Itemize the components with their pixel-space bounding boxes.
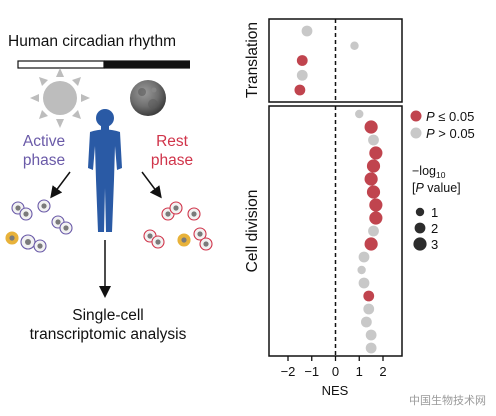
legend-size-title-1: −log10 — [412, 164, 446, 180]
legend-size-marker — [414, 222, 426, 234]
data-point — [363, 303, 375, 315]
rest-phase-label-2: phase — [151, 152, 193, 169]
data-point — [365, 329, 377, 341]
data-point — [363, 290, 375, 302]
circadian-title: Human circadian rhythm — [8, 33, 176, 50]
legend-size-label: 2 — [431, 221, 438, 236]
legend-sig-marker — [410, 110, 422, 122]
day-night-bar — [17, 60, 190, 69]
arrow-active — [50, 171, 71, 199]
legend-size-title-2: [P value] — [412, 181, 461, 195]
output-label-1: Single-cell — [72, 307, 144, 324]
data-point — [364, 120, 378, 134]
data-point — [368, 134, 379, 146]
data-point — [365, 342, 377, 354]
data-point — [296, 69, 308, 81]
legend-size-label: 3 — [431, 237, 438, 252]
x-tick-label: 2 — [379, 364, 386, 379]
legend-size-marker — [413, 237, 427, 251]
data-point — [296, 55, 308, 66]
arrow-rest — [141, 171, 162, 199]
data-point — [350, 41, 359, 50]
legend-size-label: 1 — [431, 205, 438, 220]
x-tick-label: −1 — [304, 364, 319, 379]
legend-sig-text: P ≤ 0.05 — [426, 109, 474, 124]
legend-nonsig-marker — [410, 127, 422, 139]
watermark: 中国生物技术网 — [409, 394, 486, 407]
data-point — [369, 198, 383, 212]
data-point — [366, 159, 381, 173]
x-tick-label: 0 — [332, 364, 339, 379]
data-point — [366, 185, 381, 199]
active-cell-cluster — [5, 199, 73, 253]
x-tick-label: −2 — [281, 364, 296, 379]
x-axis-label: NES — [322, 383, 349, 398]
data-point — [369, 211, 383, 225]
rest-cell-cluster — [143, 201, 213, 251]
data-point — [368, 225, 379, 237]
legend-nonsig-text: P > 0.05 — [426, 126, 475, 141]
data-points — [294, 25, 383, 354]
sun-icon — [30, 68, 90, 128]
panel-label-translation: Translation — [244, 22, 261, 98]
data-point — [358, 251, 370, 263]
active-phase-label-1: Active — [23, 133, 65, 150]
data-point — [360, 316, 372, 328]
rest-phase-label-1: Rest — [156, 133, 189, 150]
data-point — [357, 265, 366, 275]
data-point — [364, 172, 378, 186]
data-point — [364, 237, 378, 251]
x-tick-label: 1 — [356, 364, 363, 379]
output-label-2: transcriptomic analysis — [30, 326, 187, 343]
data-point — [301, 25, 313, 37]
legend-size-markers: 123 — [413, 205, 438, 252]
data-point — [355, 109, 364, 119]
active-phase-label-2: phase — [23, 152, 65, 169]
x-axis-ticks: −2 −1 0 1 2 — [281, 356, 387, 379]
moon-icon — [130, 80, 166, 116]
legend-size-marker — [415, 207, 425, 217]
data-point — [294, 84, 306, 96]
data-point — [369, 146, 383, 160]
data-point — [358, 277, 370, 289]
nes-dot-plot: Translation Cell division −2 −1 0 1 2 NES — [244, 18, 403, 398]
human-figure-icon — [88, 109, 122, 232]
legend: P ≤ 0.05 P > 0.05 −log10 [P value] 123 — [410, 109, 475, 252]
panel-label-cell-division: Cell division — [244, 190, 261, 273]
